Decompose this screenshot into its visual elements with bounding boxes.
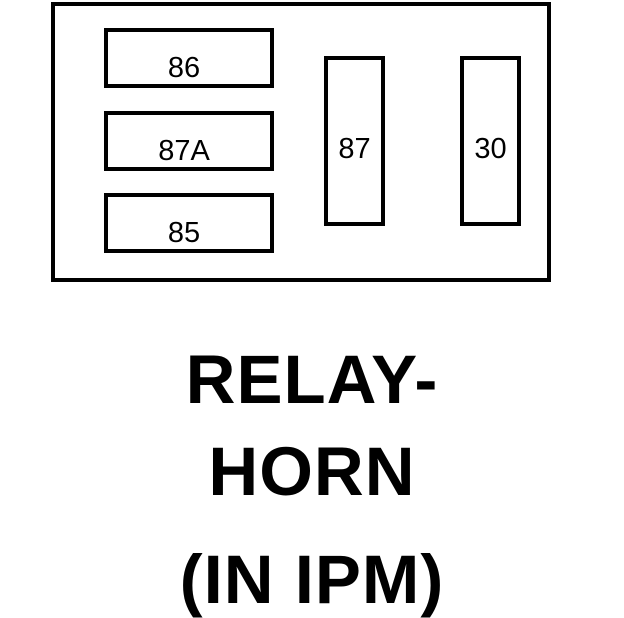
pin-87a-label: 87A (158, 135, 210, 167)
pin-87: 87 (324, 56, 385, 226)
pin-87a: 87A (104, 111, 274, 171)
caption-line-2: HORN (208, 433, 416, 510)
relay-outline (51, 2, 551, 282)
caption-line-1: RELAY- (185, 341, 439, 418)
pin-87-label: 87 (338, 133, 371, 165)
caption-line-3: (IN IPM) (179, 541, 445, 618)
pin-30: 30 (460, 56, 521, 226)
pin-85-label: 85 (167, 217, 201, 249)
pin-86-label: 86 (167, 52, 201, 84)
pin-86: 86 (104, 28, 274, 88)
pin-30-label: 30 (474, 133, 507, 165)
pin-85: 85 (104, 193, 274, 253)
